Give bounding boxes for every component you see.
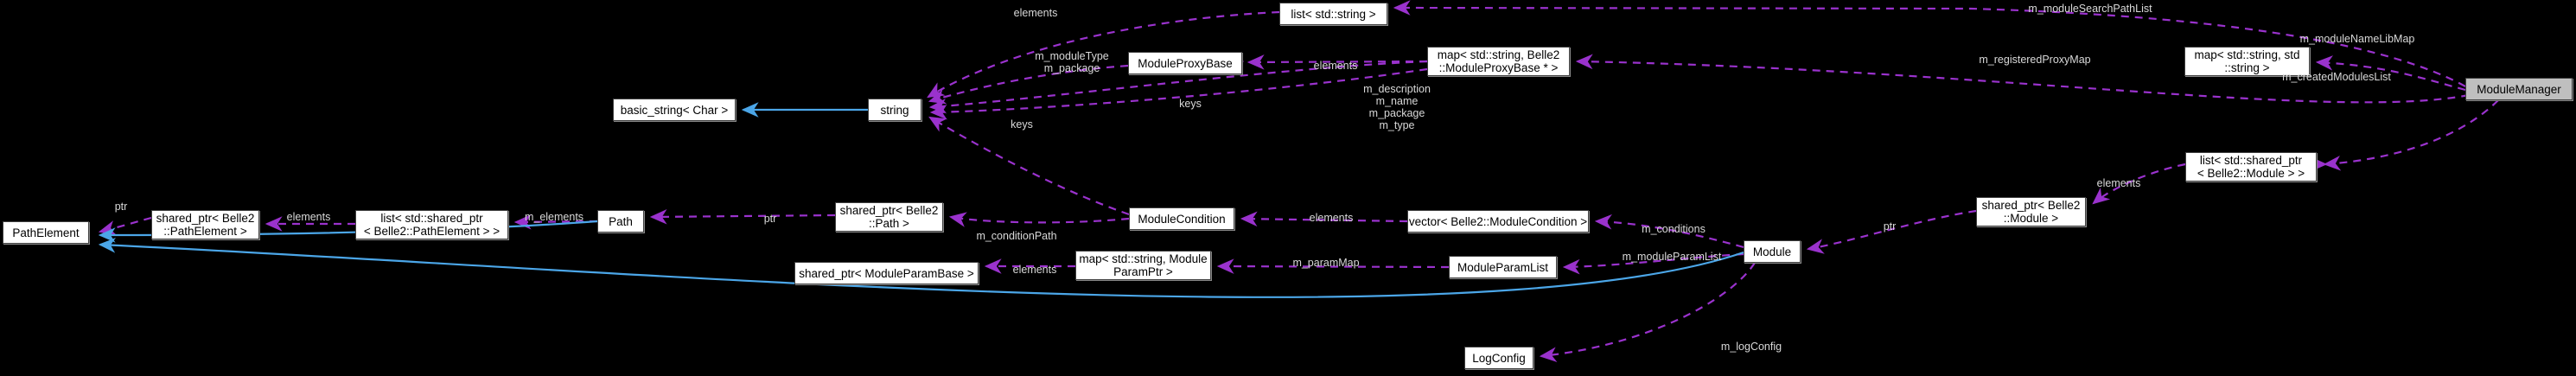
class-node-map_string_string[interactable]: map< std::string, std ::string > bbox=[2184, 47, 2310, 76]
edge-ptr-path bbox=[649, 209, 836, 225]
class-node-shared_ptr_pathelement[interactable]: shared_ptr< Belle2 ::PathElement > bbox=[151, 210, 259, 239]
edge-keys-string-1 bbox=[928, 60, 1428, 114]
class-node-list_std_string[interactable]: list< std::string > bbox=[1279, 3, 1387, 25]
edge-m-createdmoduleslist bbox=[2323, 99, 2499, 171]
class-node-path[interactable]: Path bbox=[597, 210, 644, 233]
edge-m-modulenamelibmap bbox=[2315, 55, 2466, 92]
class-node-modulemanager[interactable]: ModuleManager bbox=[2465, 78, 2573, 100]
edge-elements-module-list bbox=[2092, 163, 2186, 205]
edge-moduletype-string bbox=[928, 64, 1129, 105]
class-node-shared_ptr_path[interactable]: shared_ptr< Belle2 ::Path > bbox=[835, 202, 943, 232]
edge-m-registeredproxymap bbox=[1575, 54, 2470, 104]
class-node-moduleproxybase[interactable]: ModuleProxyBase bbox=[1128, 52, 1242, 74]
class-node-string[interactable]: string bbox=[868, 99, 921, 121]
edge-m-conditions bbox=[1594, 213, 1744, 249]
class-node-module[interactable]: Module bbox=[1744, 240, 1801, 263]
edge-m-logconfig bbox=[1539, 262, 1756, 362]
edge-elements-modulecondition bbox=[1240, 211, 1408, 227]
edge-m-conditionpath bbox=[948, 212, 1130, 227]
edge-elements-liststring-string bbox=[927, 10, 1280, 99]
class-node-list_shared_ptr_module[interactable]: list< std::shared_ptr < Belle2::Module >… bbox=[2185, 152, 2317, 182]
edge-keys-string-2 bbox=[928, 116, 1130, 216]
edge-m-createdmoduleslist-dummy bbox=[2323, 151, 2343, 167]
usage-edges bbox=[98, 0, 2499, 362]
edge-m-moduleparamlist bbox=[1562, 252, 1744, 275]
edge-description-string bbox=[929, 67, 1428, 120]
class-node-vector_modulecondition[interactable]: vector< Belle2::ModuleCondition > bbox=[1407, 210, 1589, 233]
edge-module-pathelement bbox=[98, 238, 1744, 298]
class-node-modulecondition[interactable]: ModuleCondition bbox=[1129, 207, 1234, 230]
edge-ptr-module bbox=[1806, 209, 1977, 254]
class-node-basic_string_char[interactable]: basic_string< Char > bbox=[613, 99, 736, 121]
class-node-shared_ptr_module[interactable]: shared_ptr< Belle2 ::Module > bbox=[1976, 197, 2086, 226]
class-node-moduleparamlist[interactable]: ModuleParamList bbox=[1449, 256, 1557, 278]
class-node-map_string_mpp[interactable]: map< std::string, Module ParamPtr > bbox=[1075, 251, 1211, 280]
class-node-list_shared_ptr_pe[interactable]: list< std::shared_ptr < Belle2::PathElem… bbox=[355, 210, 508, 239]
class-node-logconfig[interactable]: LogConfig bbox=[1464, 347, 1533, 369]
edge-ptr-pathelement bbox=[98, 216, 152, 236]
class-node-map_string_mpb_ptr[interactable]: map< std::string, Belle2 ::ModuleProxyBa… bbox=[1427, 47, 1570, 76]
edge-m-parammap bbox=[1216, 258, 1450, 274]
class-node-pathelement[interactable]: PathElement bbox=[3, 221, 89, 244]
class-node-shared_ptr_mpbase[interactable]: shared_ptr< ModuleParamBase > bbox=[794, 262, 979, 284]
edge-m-modulesearchpathlist bbox=[1393, 0, 2466, 87]
edge-elements-map-moduleproxybase bbox=[1247, 54, 1428, 70]
